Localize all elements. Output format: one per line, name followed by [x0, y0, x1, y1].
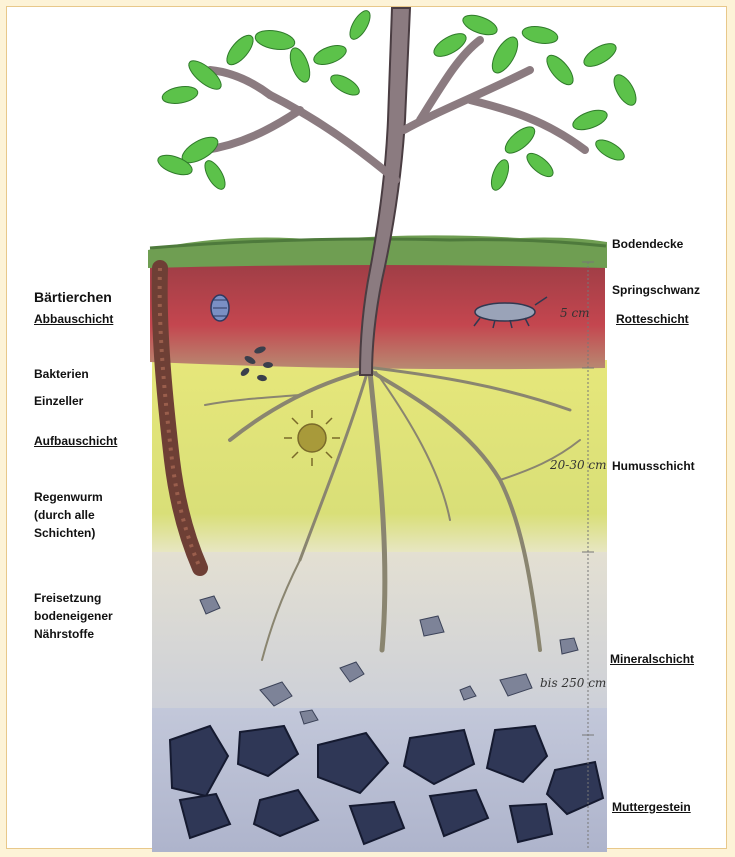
label-freisetzung-line2: bodeneigener — [34, 609, 113, 624]
label-freisetzung-line3: Nährstoffe — [34, 627, 94, 642]
label-rotteschicht: Rotteschicht — [616, 312, 689, 327]
label-bakterien: Bakterien — [34, 367, 89, 382]
label-muttergestein: Muttergestein — [612, 800, 691, 815]
label-springschwanz: Springschwanz — [612, 283, 700, 298]
label-freisetzung-line1: Freisetzung — [34, 591, 101, 606]
label-regenwurm-line3: Schichten) — [34, 526, 95, 541]
label-regenwurm-line2: (durch alle — [34, 508, 95, 523]
label-regenwurm-line1: Regenwurm — [34, 490, 103, 505]
label-einzeller: Einzeller — [34, 394, 83, 409]
label-baertierchen: Bärtierchen — [34, 290, 112, 305]
depth-mark-250cm: bis 250 cm — [540, 676, 606, 690]
label-aufbauschicht: Aufbauschicht — [34, 434, 117, 449]
label-abbauschicht: Abbauschicht — [34, 312, 113, 327]
depth-mark-20-30cm: 20-30 cm — [550, 458, 607, 472]
depth-mark-5cm: 5 cm — [560, 306, 590, 320]
label-mineralschicht: Mineralschicht — [610, 652, 694, 667]
label-bodendecke: Bodendecke — [612, 237, 683, 252]
tardigrade-figure — [211, 295, 229, 321]
label-humusschicht: Humusschicht — [612, 459, 695, 474]
